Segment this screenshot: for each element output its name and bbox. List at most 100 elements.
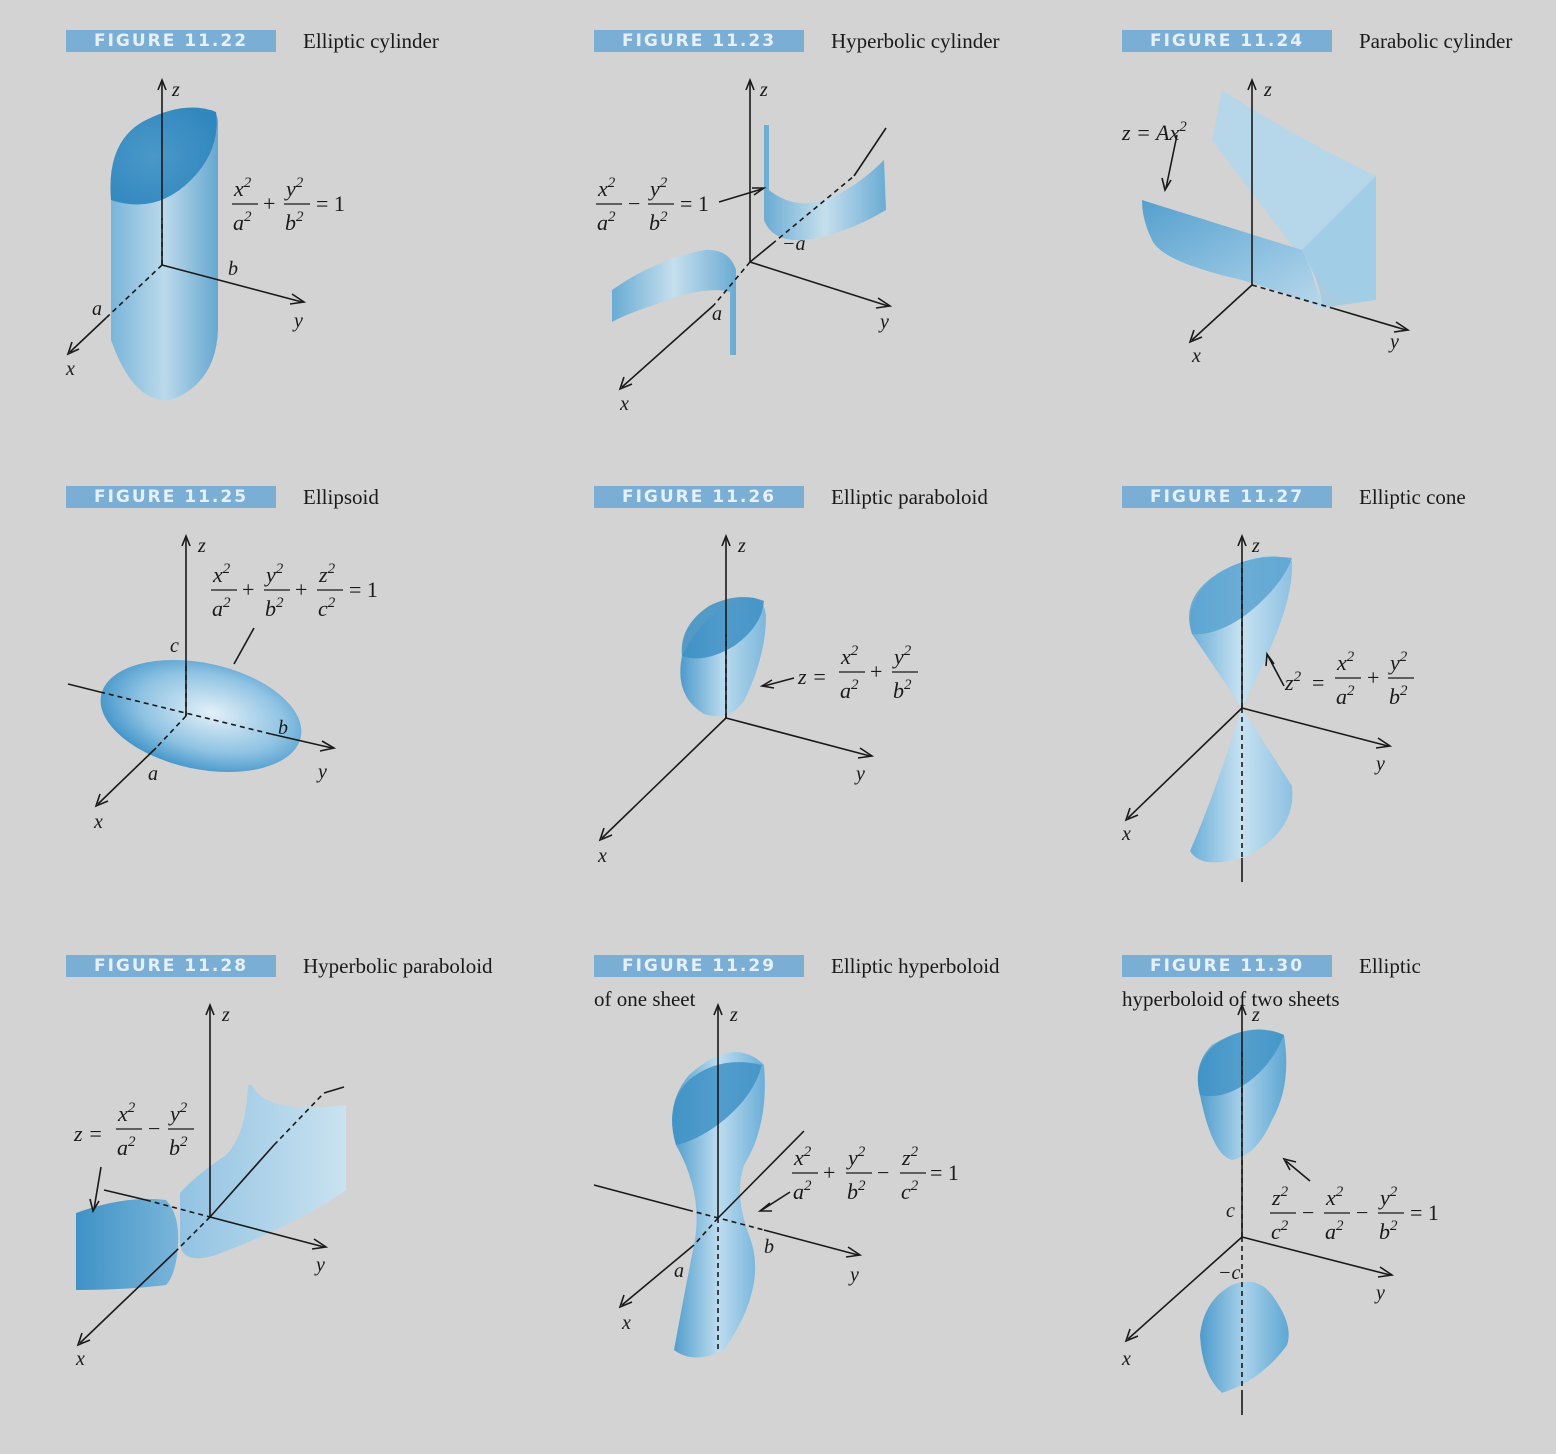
svg-text:y2: y2 (648, 175, 668, 201)
x-axis-label: x (621, 1312, 631, 1334)
svg-text:b2: b2 (1389, 683, 1408, 709)
svg-text:x2: x2 (597, 175, 616, 201)
paraboloid-rim (681, 597, 764, 659)
svg-text:y2: y2 (1378, 1184, 1398, 1210)
figure-title: Elliptic cone (1359, 485, 1466, 509)
svg-text:a2: a2 (793, 1178, 812, 1204)
ellipsoid-plot: z y x a b c x2 a2 + y2 b2 + z2 c2 = 1 (67, 533, 378, 833)
y-axis-label: y (1388, 331, 1399, 353)
figure-tag: FIGURE 11.22 (66, 30, 276, 52)
figure-11-27: z y x z2 = x2 a2 + y2 b2 FIGURE 11.27 El… (1121, 485, 1556, 941)
svg-text:x2: x2 (233, 175, 252, 201)
svg-text:x2: x2 (117, 1100, 136, 1126)
svg-text:x2: x2 (793, 1144, 812, 1170)
z-axis-label: z (759, 79, 768, 101)
figure-11-26: z y x z = x2 a2 + y2 b2 FIGURE 11.26 Ell… (594, 485, 1094, 941)
figure-11-29: z y x a b x2 a2 + y2 b2 − z2 c2 = 1 FIGU… (593, 954, 1094, 1410)
figure-header: FIGURE 11.28 Hyperbolic paraboloid (66, 954, 566, 1035)
z-axis-label: z (737, 535, 746, 557)
figure-tag: FIGURE 11.27 (1122, 486, 1332, 508)
svg-text:z =: z = (797, 664, 827, 689)
svg-text:y2: y2 (264, 561, 284, 587)
figure-title: Elliptic cylinder (303, 29, 439, 53)
z-axis-label: z (1251, 535, 1260, 557)
svg-text:= 1: = 1 (680, 191, 709, 216)
left-sheet (612, 249, 736, 355)
hyperbolic-paraboloid-plot: z y x z = x2 a2 − y2 b2 (73, 1002, 346, 1370)
figure-tag: FIGURE 11.30 (1122, 955, 1332, 977)
mark-c: c (1226, 1200, 1235, 1222)
equation: z = x2 a2 + y2 b2 (797, 643, 918, 703)
figure-11-23: z y x a −a x2 a2 − y2 b2 = 1 FIGURE 11.2… (594, 29, 1094, 485)
figure-tag: FIGURE 11.23 (594, 30, 804, 52)
svg-text:−: − (877, 1160, 889, 1185)
figure-header: FIGURE 11.23 Hyperbolic cylinder (594, 29, 1094, 110)
y-axis-label: y (314, 1254, 325, 1276)
z-axis-label: z (221, 1004, 230, 1026)
svg-text:b2: b2 (265, 595, 284, 621)
lower-nappe (1190, 708, 1293, 863)
y-axis-label: y (848, 1264, 859, 1286)
svg-text:+: + (295, 577, 307, 602)
svg-text:z2: z2 (901, 1144, 919, 1170)
x-axis-label: x (93, 811, 103, 833)
figure-header: FIGURE 11.22 Elliptic cylinder (66, 29, 566, 110)
figure-11-22: z y x a b x2 a2 + y2 b2 = 1 FIGURE 11.22… (65, 29, 566, 485)
figure-header: FIGURE 11.26 Elliptic paraboloid (594, 485, 1094, 566)
svg-text:y2: y2 (892, 643, 912, 669)
hyperboloid-two-sheets-plot: z y x c −c z2 c2 − x2 a2 − y2 b2 = 1 (1121, 1002, 1439, 1415)
figure-title-line2: hyperboloid of two sheets (1122, 987, 1340, 1011)
svg-text:−: − (628, 191, 640, 216)
figure-tag: FIGURE 11.28 (66, 955, 276, 977)
hyperboloid-one-sheet-plot: z y x a b x2 a2 + y2 b2 − z2 c2 = 1 (593, 1002, 959, 1358)
svg-text:−: − (1302, 1200, 1314, 1225)
figure-title: Elliptic paraboloid (831, 485, 988, 509)
figure-tag: FIGURE 11.25 (66, 486, 276, 508)
svg-text:x2: x2 (1325, 1184, 1344, 1210)
mark-a: a (92, 298, 102, 320)
svg-text:b2: b2 (847, 1178, 866, 1204)
z-axis-label: z (197, 535, 206, 557)
figure-title: Ellipsoid (303, 485, 379, 509)
svg-text:c2: c2 (318, 595, 336, 621)
parabolic-right (1302, 176, 1376, 308)
svg-text:= 1: = 1 (349, 577, 378, 602)
svg-text:b2: b2 (649, 209, 668, 235)
figure-title: Parabolic cylinder (1359, 29, 1513, 53)
figure-title: Elliptic (1359, 954, 1421, 978)
elliptic-cone-plot: z y x z2 = x2 a2 + y2 b2 (1121, 533, 1414, 882)
svg-text:+: + (823, 1160, 835, 1185)
mark-a: a (712, 303, 722, 325)
figure-title: Hyperbolic paraboloid (303, 954, 493, 978)
equation: z = x2 a2 − y2 b2 (73, 1100, 194, 1160)
figure-title-line2: of one sheet (594, 987, 696, 1011)
hyperbolic-cylinder-plot: z y x a −a x2 a2 − y2 b2 = 1 (596, 77, 893, 415)
svg-text:a2: a2 (233, 209, 252, 235)
y-axis-label: y (878, 311, 889, 333)
svg-text:+: + (263, 191, 275, 216)
svg-text:a2: a2 (597, 209, 616, 235)
svg-text:a2: a2 (1325, 1218, 1344, 1244)
figure-header: FIGURE 11.24 Parabolic cylinder (1122, 29, 1556, 110)
figure-11-30: z y x c −c z2 c2 − x2 a2 − y2 b2 = 1 FIG… (1121, 954, 1556, 1415)
upper-sheet-rim (1198, 1029, 1284, 1097)
figure-11-28: z y x z = x2 a2 − y2 b2 FIGURE 11.28 Hyp… (66, 954, 566, 1410)
z-axis-label: z (1263, 79, 1272, 101)
x-axis-label: x (619, 393, 629, 415)
svg-text:a2: a2 (117, 1134, 136, 1160)
elliptic-cylinder-plot: z y x a b x2 a2 + y2 b2 = 1 (65, 77, 345, 400)
svg-text:b2: b2 (169, 1134, 188, 1160)
svg-text:z2: z2 (1284, 669, 1302, 695)
x-axis-label: x (1121, 1348, 1131, 1370)
z-axis-label: z (171, 79, 180, 101)
svg-text:b2: b2 (285, 209, 304, 235)
figure-11-25: z y x a b c x2 a2 + y2 b2 + z2 c2 = 1 FI… (66, 485, 566, 941)
elliptic-paraboloid-plot: z y x z = x2 a2 + y2 b2 (597, 533, 918, 867)
y-axis-label: y (316, 761, 327, 783)
equation: z2 = x2 a2 + y2 b2 (1284, 649, 1414, 709)
figure-title: Elliptic hyperboloid (831, 954, 1000, 978)
cylinder-top (110, 107, 217, 205)
svg-text:−: − (148, 1116, 160, 1141)
svg-text:= 1: = 1 (930, 1160, 959, 1185)
mark-neg-a: −a (782, 233, 806, 255)
